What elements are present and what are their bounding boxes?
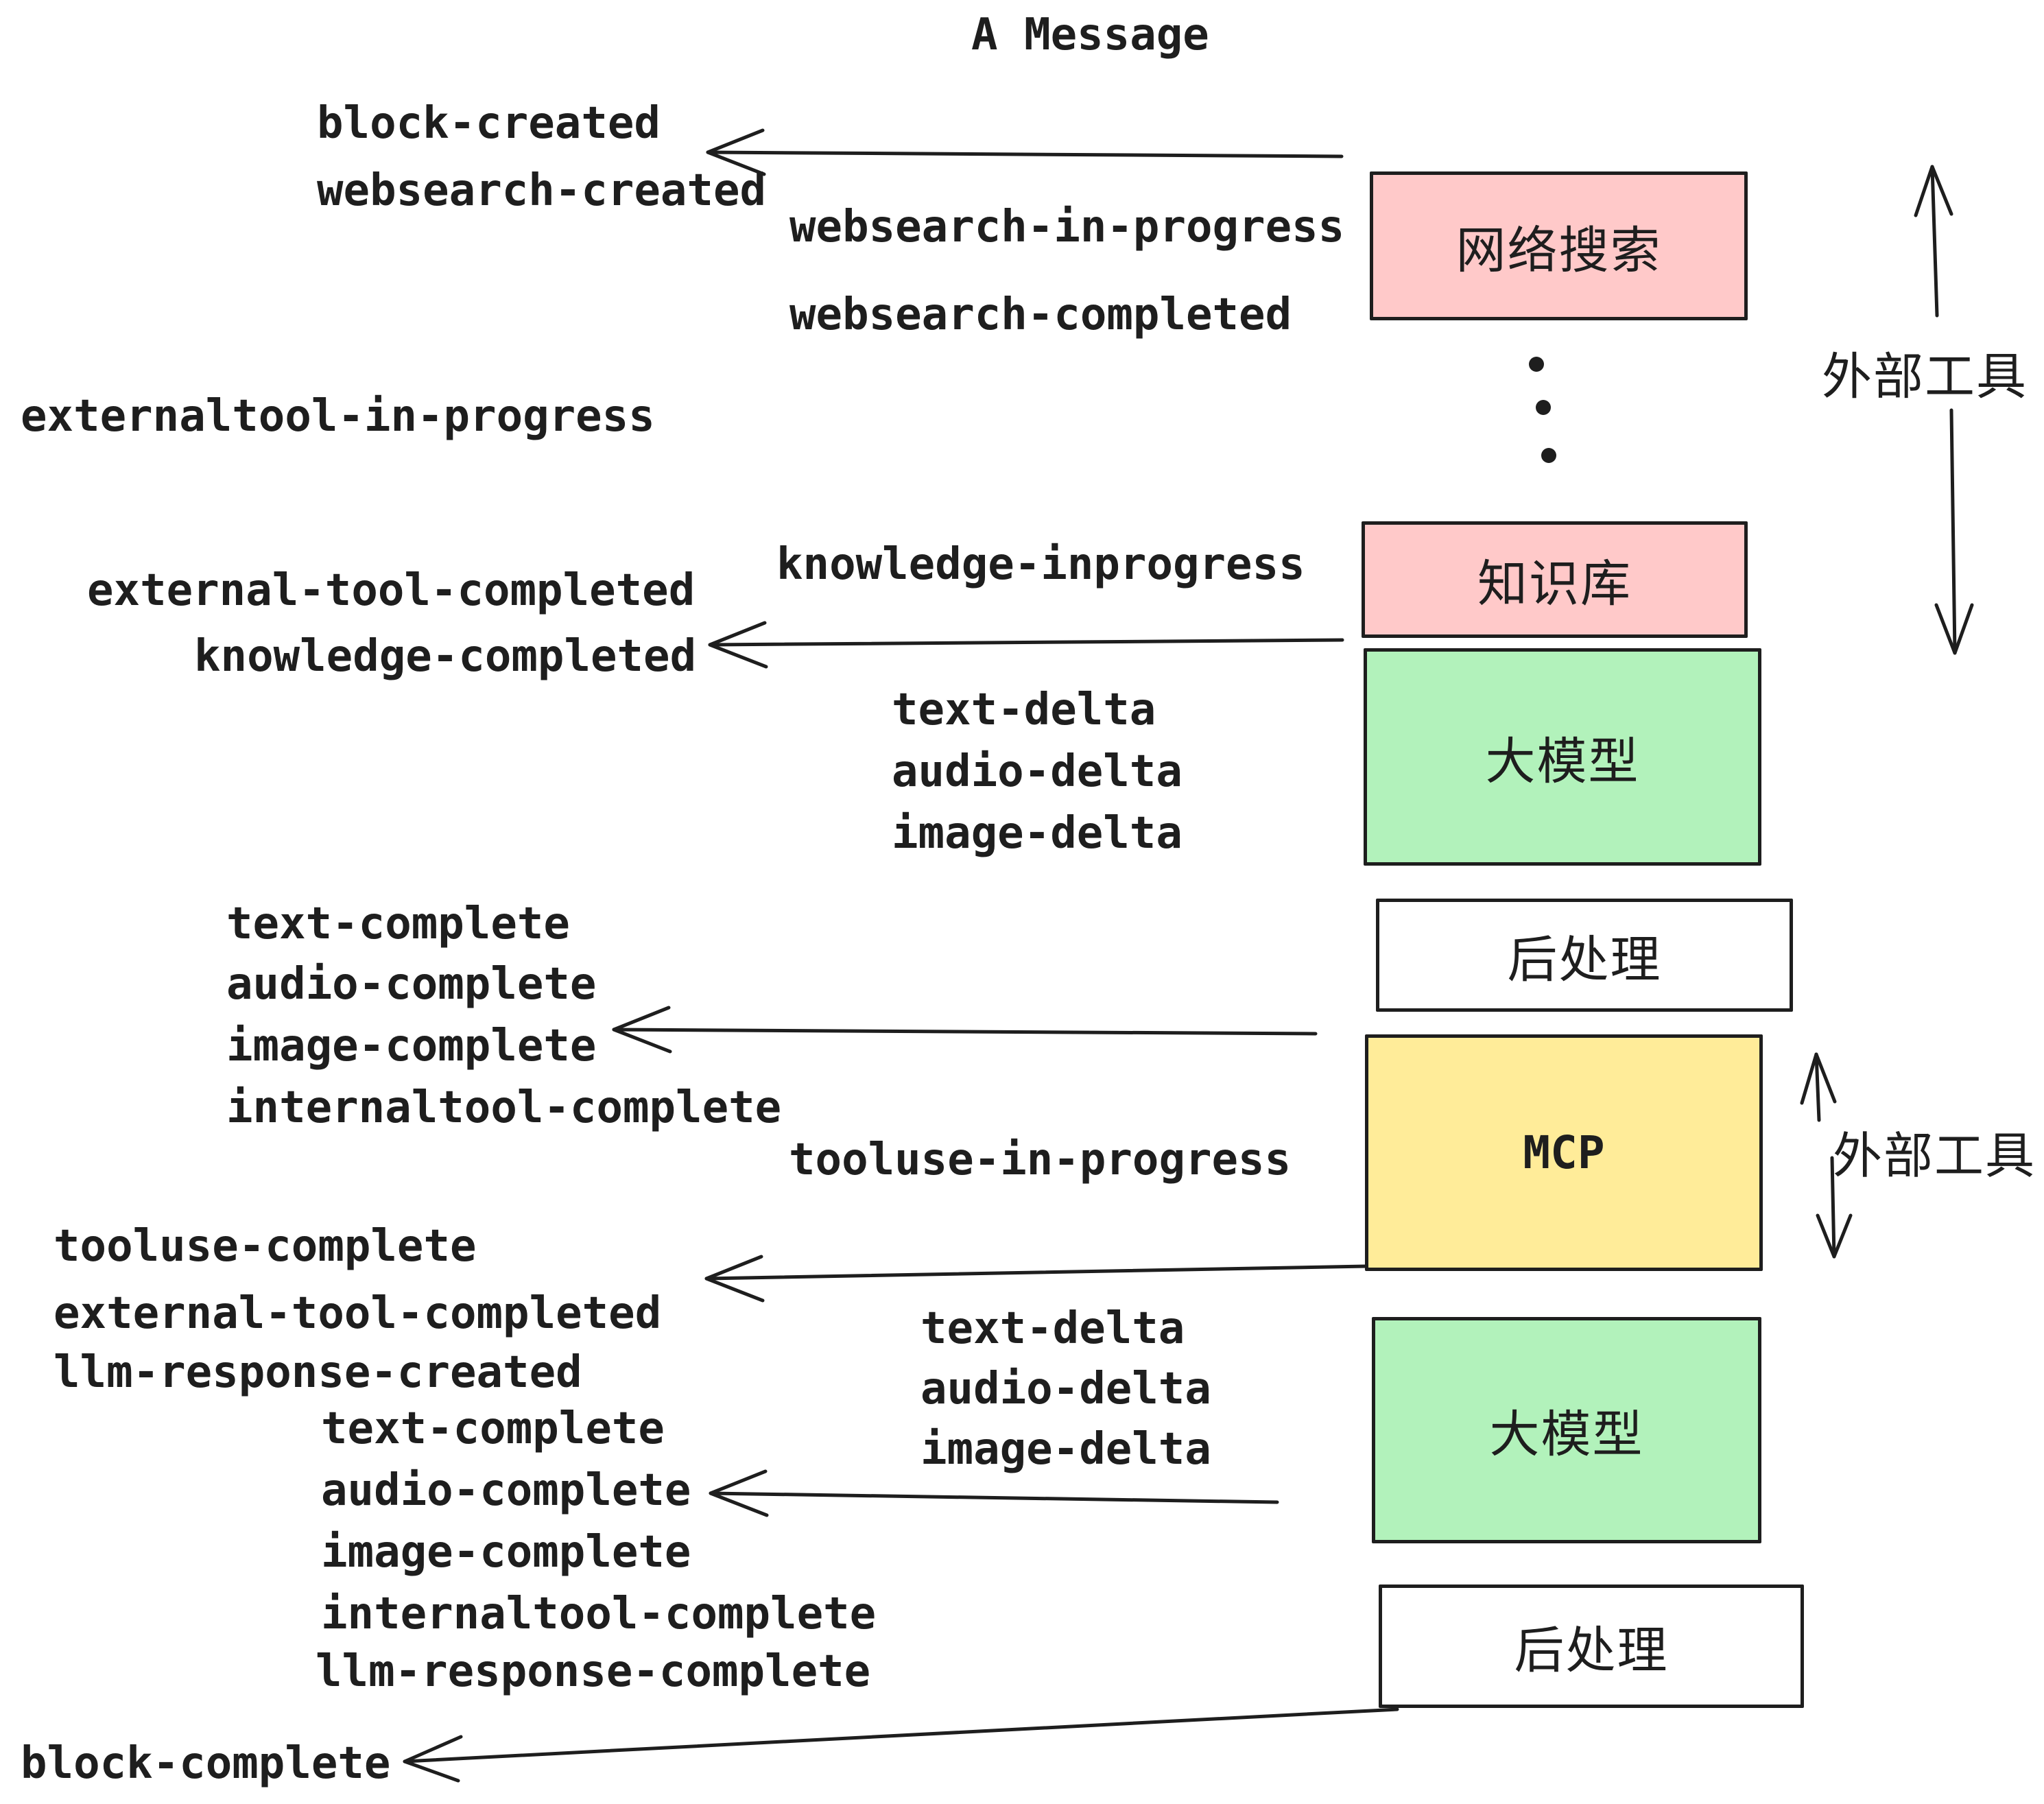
diagram-title: A Message bbox=[971, 10, 1209, 60]
node-postprocess-1: 后处理 bbox=[1376, 899, 1793, 1012]
event-knowledge-completed: knowledge-completed bbox=[194, 631, 697, 682]
event-audio-complete-2: audio-complete bbox=[321, 1465, 691, 1516]
event-external-tool-completed-1: external-tool-completed bbox=[87, 565, 696, 616]
event-internaltool-complete-1: internaltool-complete bbox=[226, 1082, 782, 1133]
node-llm-1: 大模型 bbox=[1364, 648, 1761, 866]
event-tooluse-in-progress: tooluse-in-progress bbox=[789, 1135, 1292, 1185]
event-external-tool-completed-2: external-tool-completed bbox=[54, 1288, 662, 1339]
event-websearch-in-progress: websearch-in-progress bbox=[789, 202, 1345, 252]
event-tooluse-complete: tooluse-complete bbox=[54, 1221, 477, 1272]
node-postprocess-2: 后处理 bbox=[1379, 1585, 1804, 1708]
ellipsis-dots bbox=[1529, 357, 1556, 463]
event-audio-complete-1: audio-complete bbox=[226, 959, 597, 1010]
external-tools-up-arrow-2 bbox=[1800, 1052, 1837, 1122]
node-knowledge-base: 知识库 bbox=[1362, 521, 1748, 638]
node-llm-2: 大模型 bbox=[1372, 1317, 1761, 1543]
event-externaltool-in-progress: externaltool-in-progress bbox=[21, 391, 655, 442]
arrow-llm2-to-audio-complete bbox=[709, 1469, 1279, 1517]
event-websearch-completed: websearch-completed bbox=[789, 289, 1292, 340]
event-llm-response-created: llm-response-created bbox=[54, 1347, 582, 1398]
arrow-post2-to-block-complete bbox=[403, 1707, 1399, 1783]
event-block-complete: block-complete bbox=[21, 1738, 391, 1789]
external-tools-down-arrow-1 bbox=[1934, 408, 1974, 655]
event-text-delta-2: text-delta bbox=[920, 1303, 1185, 1354]
event-text-complete-2: text-complete bbox=[321, 1403, 665, 1454]
event-text-complete-1: text-complete bbox=[226, 899, 570, 949]
event-image-delta-1: image-delta bbox=[892, 808, 1183, 859]
event-audio-delta-2: audio-delta bbox=[920, 1364, 1211, 1414]
event-image-delta-2: image-delta bbox=[920, 1424, 1211, 1475]
side-label-external-tools-1: 外部工具 bbox=[1822, 348, 2028, 406]
event-llm-response-complete: llm-response-complete bbox=[316, 1646, 871, 1697]
event-audio-delta-1: audio-delta bbox=[892, 746, 1183, 797]
event-block-created: block-created bbox=[317, 98, 661, 149]
side-label-external-tools-2: 外部工具 bbox=[1833, 1127, 2036, 1185]
external-tools-up-arrow-1 bbox=[1914, 165, 1953, 318]
event-image-complete-1: image-complete bbox=[226, 1021, 597, 1071]
node-websearch: 网络搜索 bbox=[1370, 171, 1748, 320]
arrow-knowledge-to-knowledge-completed bbox=[708, 621, 1344, 669]
event-text-delta-1: text-delta bbox=[892, 685, 1156, 735]
arrow-websearch-to-block-created bbox=[706, 128, 1344, 176]
node-mcp: MCP bbox=[1365, 1034, 1763, 1271]
arrow-post1-to-image-complete bbox=[612, 1006, 1318, 1054]
event-image-complete-2: image-complete bbox=[321, 1527, 691, 1578]
event-knowledge-inprogress: knowledge-inprogress bbox=[776, 539, 1305, 590]
arrow-mcp-to-external-tool-completed bbox=[704, 1255, 1368, 1303]
event-websearch-created: websearch-created bbox=[317, 165, 767, 216]
event-internaltool-complete-2: internaltool-complete bbox=[321, 1589, 877, 1639]
